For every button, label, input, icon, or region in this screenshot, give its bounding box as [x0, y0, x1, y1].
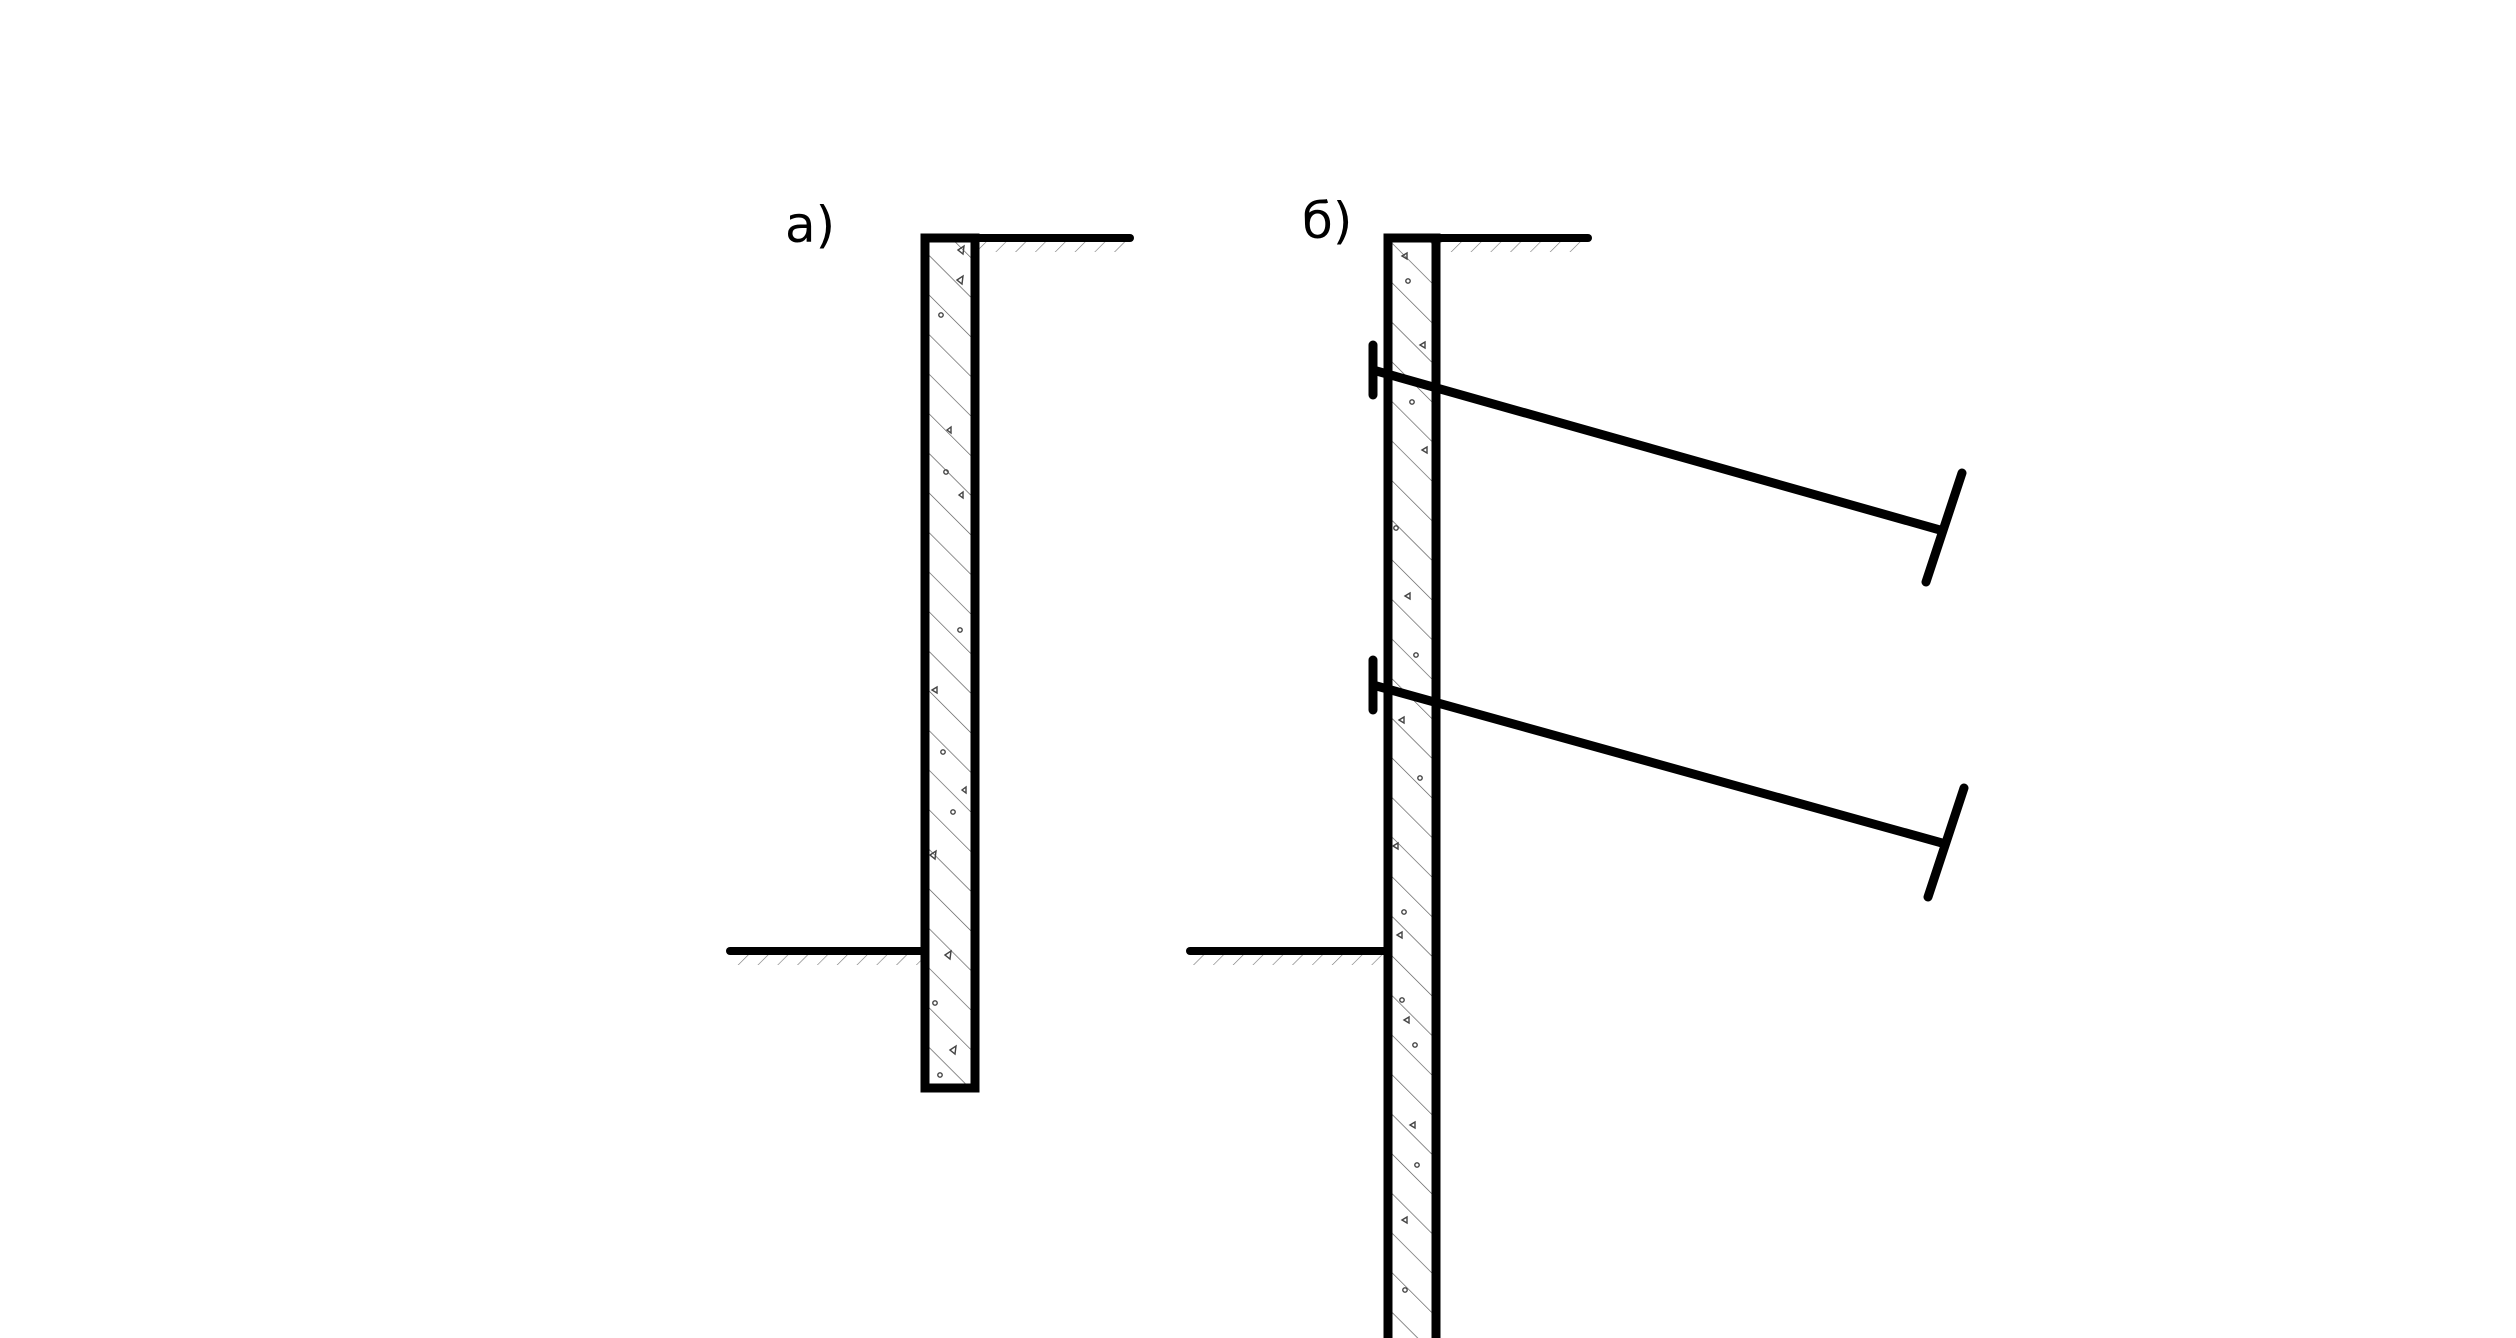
panel-b: б): [1186, 192, 1969, 1338]
ground-surface-excavation-a: [726, 947, 929, 965]
anchor-2: [1368, 655, 1969, 902]
anchor-1-bulb: [1921, 468, 1967, 587]
panel-a-label: а): [785, 196, 835, 254]
aggregate-marks-a: [928, 244, 967, 1078]
aggregate-marks-b: [1391, 251, 1428, 1293]
retaining-wall-b: [1383, 233, 1441, 1338]
anchor-2-bulb: [1923, 783, 1969, 902]
anchor-1: [1368, 340, 1967, 587]
panel-b-label: б): [1302, 192, 1352, 250]
anchor-2-tendon: [1368, 680, 1947, 848]
retaining-wall-a: [920, 233, 980, 1093]
panel-a: а): [726, 196, 1134, 1093]
ground-surface-excavation-b: [1186, 947, 1392, 965]
anchor-1-tendon: [1368, 365, 1945, 535]
